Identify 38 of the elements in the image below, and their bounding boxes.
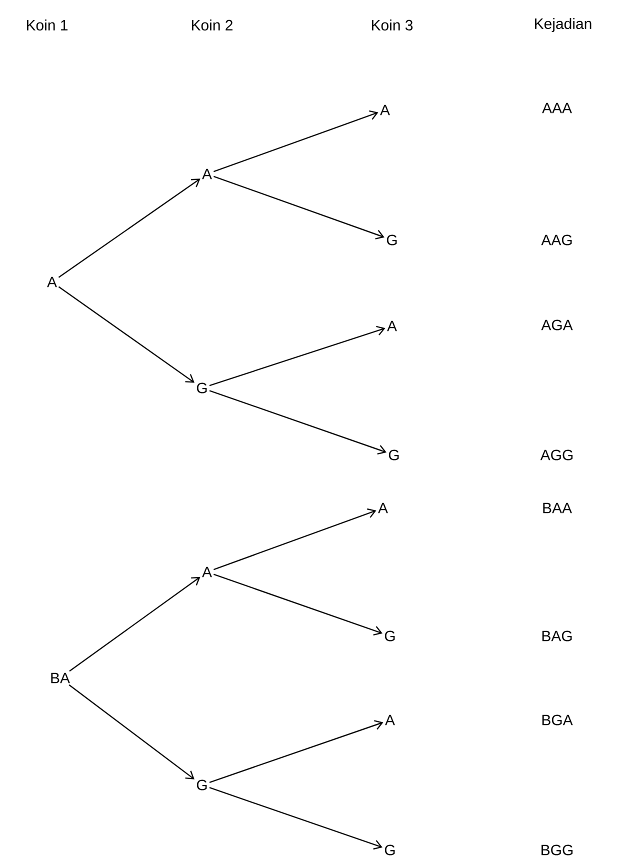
arrow [209,326,386,386]
outcome-label: BGG [542,844,573,856]
arrow [58,286,194,383]
node-letter: G [196,780,207,790]
node-letter: G [384,844,395,856]
node-letter: A [378,502,388,514]
arrow [214,574,382,636]
node-letter: A [47,276,57,288]
arrow [209,720,384,783]
arrow [58,178,200,278]
arrow [68,684,194,780]
arrow [69,576,200,672]
arrow [214,508,376,570]
arrow [214,110,378,172]
arrow [209,390,386,455]
node-letter: G [196,382,207,394]
node-letter: A [385,714,395,726]
arrow [214,176,384,240]
column-heading: Koin 3 [372,20,413,30]
outcome-label: BAA [543,502,572,514]
node-letter: A [380,104,390,116]
node-letter: BA [51,672,70,684]
node-letter: A [202,566,212,578]
outcome-label: AAA [542,102,572,114]
outcome-label: AGG [540,450,573,460]
outcome-label: BAG [542,630,572,642]
column-heading: Koin 2 [192,20,232,30]
column-heading: Koin 1 [26,20,68,30]
node-letter: G [386,234,397,246]
outcome-label: BGA [542,714,573,726]
node-letter: G [384,630,395,642]
node-letter: A [387,320,397,332]
node-letter: A [202,168,212,180]
column-heading: Kejadian [535,18,592,32]
arrow [209,787,382,850]
outcome-label: AGA [541,320,573,330]
node-letter: G [388,450,399,460]
outcome-label: AAG [541,234,572,246]
